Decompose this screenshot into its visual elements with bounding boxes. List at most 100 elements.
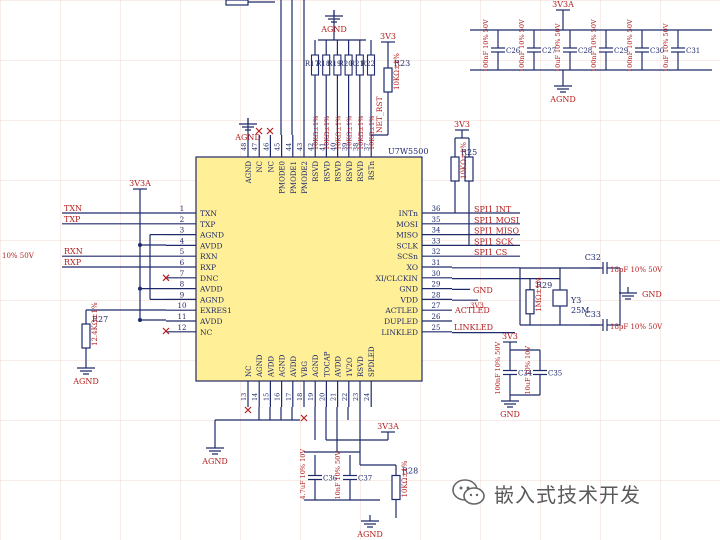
chip-pin-name: RSVD bbox=[323, 161, 331, 182]
chip-pin-number: 48 bbox=[240, 143, 248, 151]
ground-agnd-pullups bbox=[325, 15, 343, 23]
capacitor-value: 10uF 10% 50V bbox=[662, 23, 670, 72]
chip-ref-label: U7W5500 bbox=[388, 147, 428, 156]
chip-pin-number: 34 bbox=[432, 227, 441, 235]
pullup-value: 10KΩ±1% bbox=[323, 116, 331, 150]
chip-pin-name: INTn bbox=[399, 209, 419, 218]
chip-pin-number: 36 bbox=[432, 205, 441, 213]
chip-pin-number: 45 bbox=[274, 143, 282, 151]
resistor-ref: R23 bbox=[394, 59, 410, 68]
ground-agnd-decoupling bbox=[554, 85, 572, 93]
chip-pin-number: 12 bbox=[178, 324, 187, 332]
chip-pin-name: TOCAP bbox=[323, 351, 331, 377]
left-edge-value: 10% 50V bbox=[2, 252, 35, 260]
resistor-pullup bbox=[366, 54, 376, 76]
chip-pin-name: AGND bbox=[256, 354, 264, 378]
watermark-text: 嵌入式技术开发 bbox=[494, 482, 641, 507]
chip-pin-name: MOSI bbox=[396, 220, 418, 229]
capacitor-ref: C37 bbox=[358, 475, 372, 483]
pullup-value: 10KΩ±1% bbox=[346, 116, 354, 150]
chip-pin-name: RXP bbox=[200, 263, 216, 272]
chip-pin-number: 31 bbox=[432, 259, 441, 267]
chip-pin-number: 9 bbox=[180, 291, 184, 299]
chip-pin-number: 4 bbox=[180, 237, 185, 245]
resistor-top-left bbox=[225, 0, 249, 6]
chip-pin-name: NC bbox=[200, 328, 213, 337]
chip-pin-number: 30 bbox=[432, 270, 441, 278]
chip-pin-number: 5 bbox=[180, 248, 184, 256]
chip-pin-number: 21 bbox=[330, 393, 338, 401]
resistor-value: 12.4KΩ±1% bbox=[91, 302, 99, 346]
chip-pin-number: 20 bbox=[318, 393, 326, 401]
net-label-gnd29: GND bbox=[473, 286, 493, 295]
chip-pin-number: 23 bbox=[352, 393, 360, 401]
chip-pin-number: 6 bbox=[180, 259, 185, 267]
chip-pin-name: NC bbox=[267, 161, 275, 172]
chip-pin-number: 33 bbox=[432, 237, 441, 245]
chip-pin-name: NC bbox=[245, 366, 253, 377]
net-label-spi: SPI1 CS bbox=[474, 248, 507, 257]
net-label-spi: SPI1 MOSI bbox=[474, 216, 519, 225]
capacitor-value: 10uF 10% 50V bbox=[554, 23, 562, 72]
chip-pin-number: 44 bbox=[285, 143, 293, 151]
chip-pin-number: 1 bbox=[180, 205, 184, 213]
net-label-actled: ACTLED bbox=[454, 306, 490, 315]
chip-pin-number: 43 bbox=[296, 143, 304, 151]
chip-pin-number: 10 bbox=[178, 302, 187, 310]
net-label-rxp: RXP bbox=[64, 258, 82, 267]
chip-pin-number: 3 bbox=[180, 227, 184, 235]
ground-agnd-top bbox=[239, 123, 257, 131]
chip-pin-number: 13 bbox=[240, 393, 248, 401]
chip-pin-number: 18 bbox=[296, 393, 304, 401]
capacitor-ref: C30 bbox=[650, 47, 664, 55]
chip-pin-name: AVDD bbox=[199, 241, 223, 250]
resistor-r25 bbox=[450, 156, 460, 182]
chip-pin-name: RSVD bbox=[357, 161, 365, 182]
resistor-value: 10KΩ±1% bbox=[460, 142, 468, 179]
ground-xtal-label: GND bbox=[642, 290, 662, 299]
chip-pin-number: 35 bbox=[432, 216, 441, 224]
resistor-value: 10KΩ±1% bbox=[401, 460, 409, 497]
net-label-rxn: RXN bbox=[64, 247, 83, 256]
ground-agnd-caps bbox=[361, 520, 379, 528]
capacitor-value: 18pF 10% 50V bbox=[610, 266, 663, 274]
net-label-linkled: LINKLED bbox=[454, 323, 493, 332]
chip-pin-name: VBG bbox=[301, 361, 309, 378]
capacitor-ref: C36 bbox=[323, 475, 338, 483]
junction-dot bbox=[138, 318, 142, 322]
chip-pin-name: NC bbox=[256, 161, 264, 172]
chip-pin-name: AGND bbox=[312, 354, 320, 378]
chip-pin-number: 25 bbox=[432, 324, 441, 332]
chip-pin-number: 26 bbox=[432, 313, 441, 321]
chip-pin-name: AVDD bbox=[199, 285, 223, 294]
net-label-txn: TXN bbox=[64, 204, 82, 213]
chip-pin-name: SPDLED bbox=[368, 346, 376, 377]
chip-pin-number: 14 bbox=[251, 393, 259, 401]
resistor-ref: R29 bbox=[536, 281, 552, 290]
pullup-value: 10KΩ±1% bbox=[357, 116, 365, 150]
capacitor-value: 10nF 10% 50V bbox=[334, 451, 342, 500]
chip-pin-name: SCLK bbox=[397, 241, 419, 250]
ground-agnd-top-label: AGND bbox=[234, 133, 261, 142]
chip-pin-name: AVDD bbox=[335, 356, 343, 378]
chip-pin-number: 15 bbox=[262, 393, 270, 401]
chip-pin-name: PMODE1 bbox=[290, 161, 298, 194]
capacitor-ref: C26 bbox=[506, 47, 521, 55]
chip-pin-number: 2 bbox=[180, 216, 184, 224]
ground-c34 bbox=[501, 400, 519, 408]
net-label-spi: SPI1 MISO bbox=[474, 227, 519, 236]
chip-pin-number: 22 bbox=[341, 393, 349, 401]
net-label-spi: SPI1 SCK bbox=[474, 237, 514, 246]
capacitor-value: 100nF 10% 50V bbox=[626, 19, 634, 72]
capacitor-value: 100nF 10% 50V bbox=[482, 19, 490, 72]
crystal-y3 bbox=[552, 289, 568, 307]
chip-pin-name: RSVD bbox=[335, 161, 343, 182]
chip-pin-name: AVDD bbox=[267, 356, 275, 378]
chip-pin-name: 1V2O bbox=[346, 357, 354, 377]
chip-pin-number: 37 bbox=[363, 143, 371, 151]
chip-pin-number: 7 bbox=[180, 270, 184, 278]
ground-c34-label: GND bbox=[500, 410, 520, 419]
capacitor-ref: C28 bbox=[578, 47, 592, 55]
chip-pin-name: SCSn bbox=[397, 252, 418, 261]
